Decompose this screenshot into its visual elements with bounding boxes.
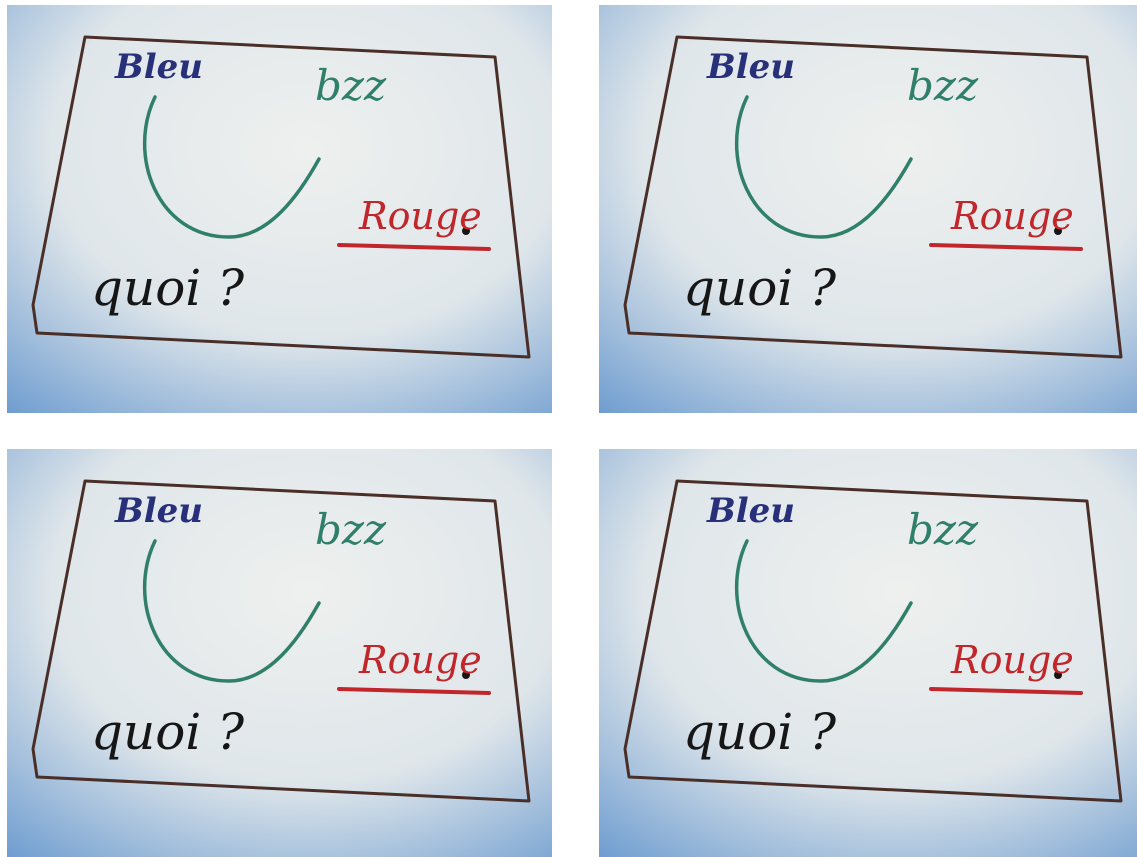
red-word: Rouge (950, 638, 1074, 682)
whiteboard-drawing: Bleu bzz Rouge quoi ? (7, 5, 552, 413)
red-word: Rouge (950, 194, 1074, 238)
blue-word: Bleu (706, 491, 795, 531)
whiteboard-drawing: Bleu bzz Rouge quoi ? (7, 449, 552, 857)
whiteboard-drawing: Bleu bzz Rouge quoi ? (599, 449, 1137, 857)
red-word: Rouge (358, 194, 482, 238)
photo-bottom-right: Bleu bzz Rouge quoi ? (599, 449, 1137, 857)
red-word: Rouge (358, 638, 482, 682)
green-word: bzz (907, 505, 979, 554)
photo-bottom-left: Bleu bzz Rouge quoi ? (7, 449, 552, 857)
green-word: bzz (315, 505, 387, 554)
black-word: quoi ? (91, 259, 245, 317)
black-word: quoi ? (683, 703, 837, 761)
black-word: quoi ? (683, 259, 837, 317)
photo-top-left: Bleu bzz Rouge quoi ? (7, 5, 552, 413)
blue-word: Bleu (114, 491, 203, 531)
blue-word: Bleu (706, 47, 795, 87)
whiteboard-drawing: Bleu bzz Rouge quoi ? (599, 5, 1137, 413)
black-word: quoi ? (91, 703, 245, 761)
photo-top-right: Bleu bzz Rouge quoi ? (599, 5, 1137, 413)
green-word: bzz (315, 61, 387, 110)
green-word: bzz (907, 61, 979, 110)
blue-word: Bleu (114, 47, 203, 87)
